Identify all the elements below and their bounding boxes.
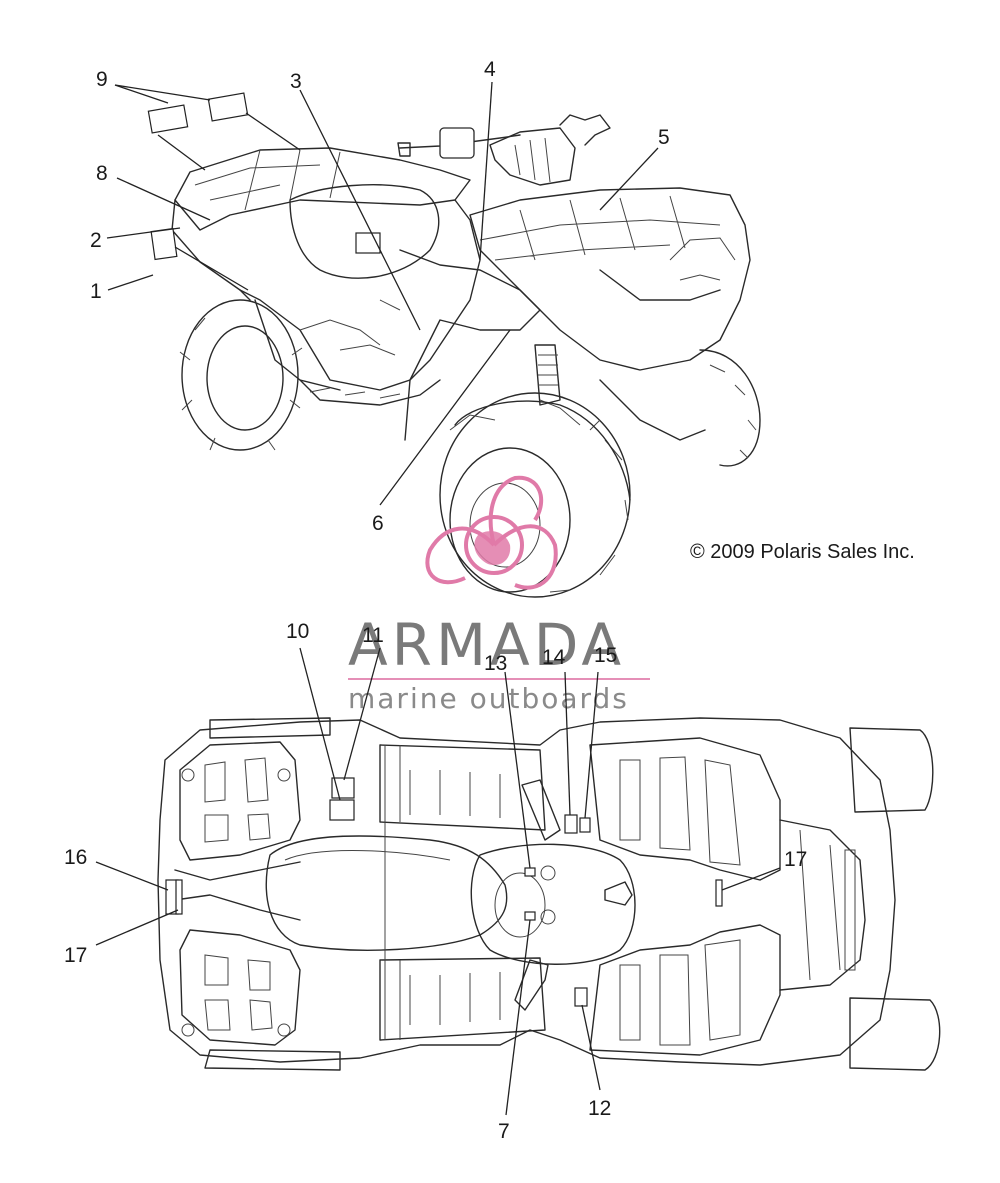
callout-14: 14 [542,646,566,669]
decal-10 [329,799,355,821]
bottom-view-callouts: 10 11 13 14 15 16 17 17 12 7 [64,620,807,1143]
callout-13: 13 [484,652,507,675]
top-view-leaders [106,81,659,506]
callout-5: 5 [658,126,670,149]
top-view-callouts: 9 3 4 8 5 2 1 6 [90,58,670,535]
decal-1 [150,227,178,261]
watermark-brand: ARMADA [348,611,625,679]
watermark-tagline: marine outboards [348,682,629,715]
callout-8: 8 [96,162,108,185]
armada-logo-icon [425,475,558,590]
decal-9a [147,104,189,134]
decal-7 [524,911,536,921]
callout-9: 9 [96,68,108,91]
callout-3: 3 [290,70,302,93]
atv-top-down-view [157,717,941,1071]
callout-1: 1 [90,280,102,303]
decal-13 [524,867,536,877]
callout-12: 12 [588,1097,611,1120]
armada-watermark: ARMADA marine outboards [348,475,650,715]
decal-12 [574,987,588,1007]
callout-17-right: 17 [784,848,807,871]
decal-17-front [715,879,723,907]
callout-7: 7 [498,1120,510,1143]
atv-perspective-view [171,114,761,598]
top-view-decals [147,92,381,261]
callout-4: 4 [484,58,496,81]
bottom-view-leaders [95,647,781,1116]
callout-11: 11 [362,624,384,647]
bottom-view-decals [165,777,723,1007]
decal-9b [207,92,249,122]
decal-17-rear [175,879,183,915]
callout-15: 15 [594,644,617,667]
decal-14 [564,814,578,834]
callout-10: 10 [286,620,309,643]
copyright-text: © 2009 Polaris Sales Inc. [690,541,915,563]
decal-15 [579,817,591,833]
callout-2: 2 [90,229,102,252]
callout-16: 16 [64,846,87,869]
callout-6: 6 [372,512,384,535]
callout-17-left: 17 [64,944,87,967]
